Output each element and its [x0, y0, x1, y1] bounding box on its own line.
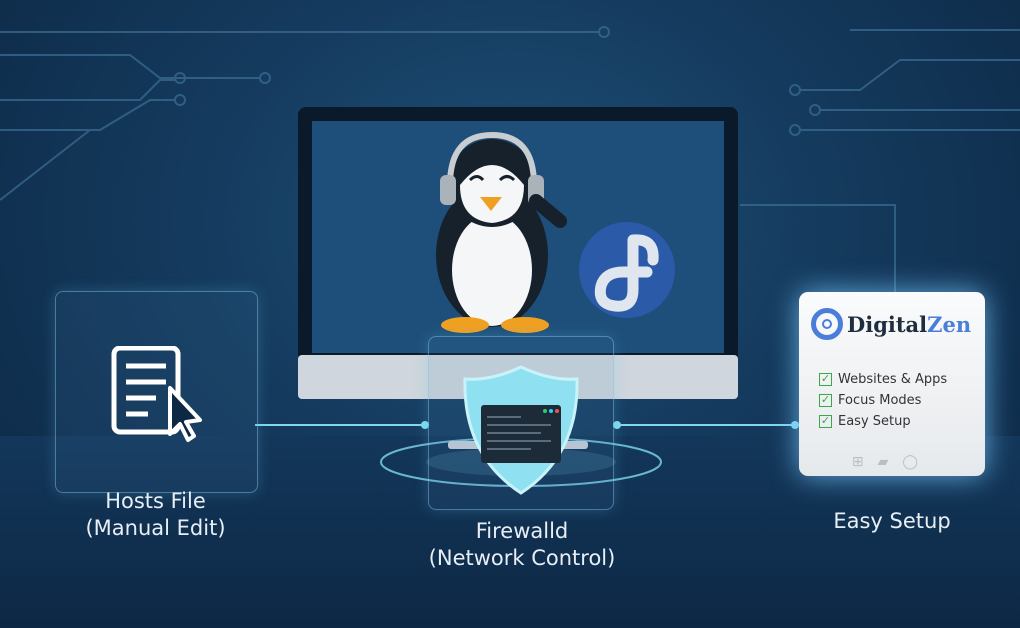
digitalzen-name: DigitalZen [847, 312, 971, 337]
checkbox-icon: ✓ [819, 393, 832, 407]
digitalzen-card: DigitalZen ✓ Websites & Apps ✓ Focus Modes… [799, 292, 985, 476]
hosts-file-card [55, 291, 258, 493]
hosts-file-subtitle: (Manual Edit) [85, 516, 226, 540]
feature-label: Easy Setup [838, 414, 911, 429]
firewalld-title: Firewalld [475, 519, 569, 543]
digitalzen-caption: Easy Setup [833, 509, 951, 533]
tux-penguin [436, 131, 567, 333]
firewalld-card [428, 336, 614, 510]
brand-part-b: Zen [927, 311, 972, 337]
feature-item: ✓ Websites & Apps [819, 372, 947, 387]
windows-icon: ⊞ [851, 454, 878, 470]
macos-icon: ▰ [877, 454, 903, 470]
digitalzen-logo-icon [811, 308, 843, 340]
fedora-logo [579, 222, 675, 318]
checkbox-icon: ✓ [819, 372, 832, 386]
feature-label: Websites & Apps [838, 372, 948, 387]
hosts-file-label: Hosts File (Manual Edit) [55, 488, 256, 542]
feature-label: Focus Modes [838, 393, 922, 408]
document-cursor-icon [111, 346, 202, 442]
digitalzen-brand: DigitalZen [811, 308, 971, 340]
feature-item: ✓ Easy Setup [819, 414, 911, 429]
feature-item: ✓ Focus Modes [819, 393, 921, 408]
shield-terminal-icon [463, 365, 579, 495]
firewalld-subtitle: (Network Control) [428, 546, 616, 570]
platform-icons: ⊞▰◯ [799, 454, 985, 470]
linux-icon: ◯ [902, 454, 933, 470]
brand-part-a: Digital [847, 311, 928, 337]
checkbox-icon: ✓ [819, 414, 832, 428]
hosts-file-title: Hosts File [105, 489, 206, 513]
firewalld-label: Firewalld (Network Control) [412, 518, 632, 572]
